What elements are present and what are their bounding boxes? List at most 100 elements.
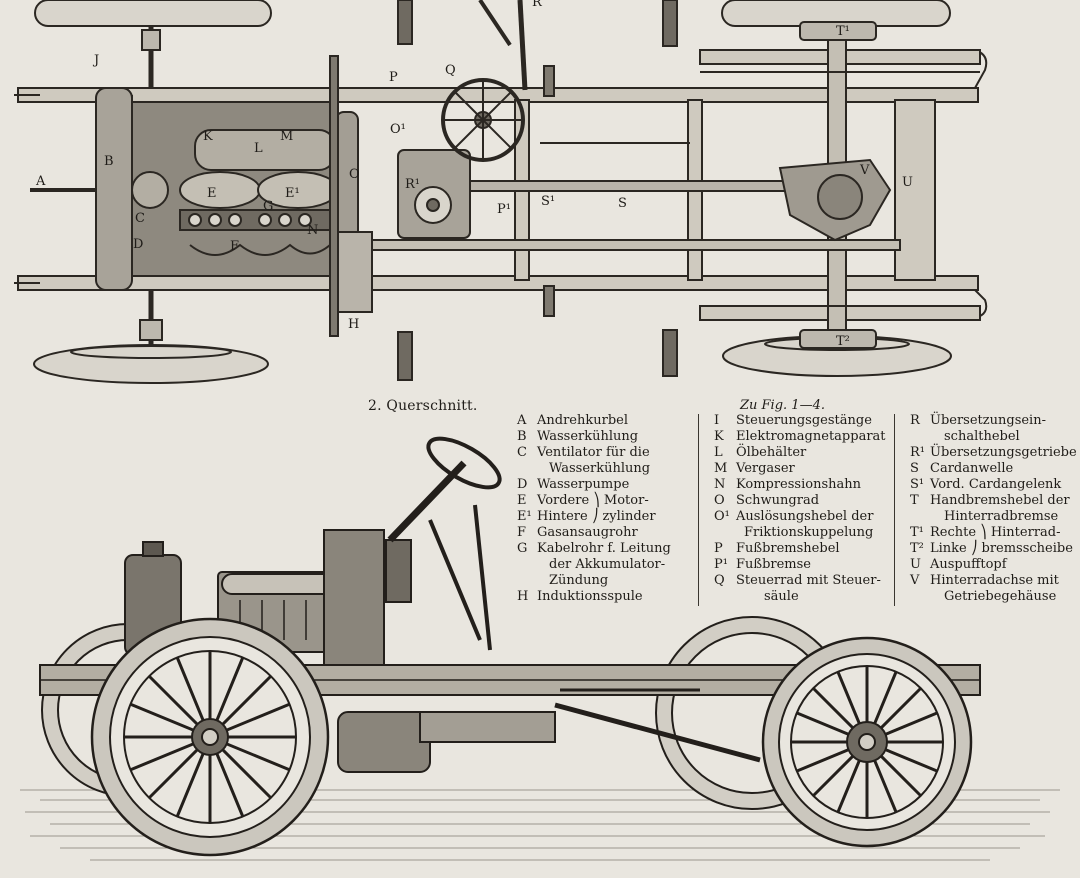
legend-text: Schwungrad [736,493,820,508]
callout-F: F [230,239,239,254]
legend-text: Hinterradachse mit [930,573,1059,588]
legend-key: H [517,589,529,604]
legend-key [910,509,930,525]
legend-text: Auspufftopf [930,557,1007,572]
legend-key: G [517,541,528,556]
callout-Q: Q [445,63,456,78]
legend-text: Friktionskuppelung [744,525,874,540]
legend-entry: O¹ Auslösungshebel der [714,509,892,525]
legend-key [910,589,930,605]
legend-key: N [714,477,726,492]
legend-text: Vord. Cardangelenk [930,477,1062,492]
legend-key: B [517,429,527,444]
legend-entry: T¹ Rechte ⎞ Hinterrad- [910,525,1080,541]
legend-text: Übersetzungsgetriebe [930,445,1077,460]
legend-key [517,573,537,589]
legend-key: C [517,445,527,460]
legend-text: Cardanwelle [930,461,1014,476]
callout-K: K [203,129,213,144]
legend-entry: säule [714,589,892,605]
legend-key: T [910,493,919,508]
callout-J: J [92,53,99,68]
legend-entry: S¹ Vord. Cardangelenk [910,477,1080,493]
legend-key: F [517,525,527,540]
callout-M: M [280,129,293,144]
callout-T2: T² [836,334,850,349]
legend-text: Rechte ⎞ Hinterrad- [930,525,1061,540]
legend-key [517,461,537,477]
legend-entry: schalthebel [910,429,1080,445]
legend-entry: O Schwungrad [714,493,892,509]
legend-key: E¹ [517,509,532,524]
legend-key: R [910,413,920,428]
legend-entry: P Fußbremshebel [714,541,892,557]
callout-R1: R¹ [405,177,420,192]
legend-text: Ölbehälter [736,445,807,460]
legend-text: Andrehkurbel [537,413,628,428]
callout-P1: P¹ [497,202,511,217]
legend-text: Handbremshebel der [930,493,1070,508]
legend-text: Ventilator für die [537,445,650,460]
legend-key: K [714,429,724,444]
legend-key: P¹ [714,557,728,572]
callout-R: R [532,0,543,10]
legend-text: Steuerrad mit Steuer- [736,573,881,588]
legend-entry: F Gasansaugrohr [517,525,693,541]
legend-key: L [714,445,723,460]
legend-key: O [714,493,725,508]
legend-key: P [714,541,723,556]
legend-key: V [910,573,920,588]
legend-entry: G Kabelrohr f. Leitung [517,541,693,557]
legend-text: Wasserkühlung [549,461,651,476]
legend-key: A [517,413,527,428]
callout-V: V [859,163,870,178]
legend-text: Kabelrohr f. Leitung [537,541,671,556]
callout-P: P [389,70,398,85]
legend-entry: L Ölbehälter [714,445,892,461]
legend-text: Auslösungshebel der [736,509,874,524]
legend-text: Fußbremshebel [736,541,840,556]
legend-text: Gasansaugrohr [537,525,638,540]
callout-E: E [207,186,217,201]
callout-C: C [135,211,145,226]
callout-E1: E¹ [285,186,300,201]
legend-entry: V Hinterradachse mit [910,573,1080,589]
legend-text: schalthebel [944,429,1020,444]
legend-key [714,525,736,541]
legend-key: I [714,413,720,428]
legend-entry: Friktionskuppelung [714,525,892,541]
callout-U: U [902,175,913,190]
legend-key [714,589,736,605]
legend-key: O¹ [714,509,730,524]
legend-entry: E¹ Hintere ⎠ zylinder [517,509,693,525]
legend-key: S¹ [910,477,925,492]
callout-S: S [618,196,627,211]
legend-key: T¹ [910,525,924,540]
legend-entry: Wasserkühlung [517,461,693,477]
legend-text: Vergaser [736,461,795,476]
callout-D: D [133,237,143,252]
legend-entry: T Handbremshebel der [910,493,1080,509]
callout-H: H [348,317,359,332]
legend-text: Hintere ⎠ zylinder [537,509,656,524]
callout-O: O [349,167,360,182]
steering-wheel-side [426,436,502,490]
legend-key [910,429,930,445]
callout-O1: O¹ [390,122,406,137]
legend-key: T² [910,541,924,556]
